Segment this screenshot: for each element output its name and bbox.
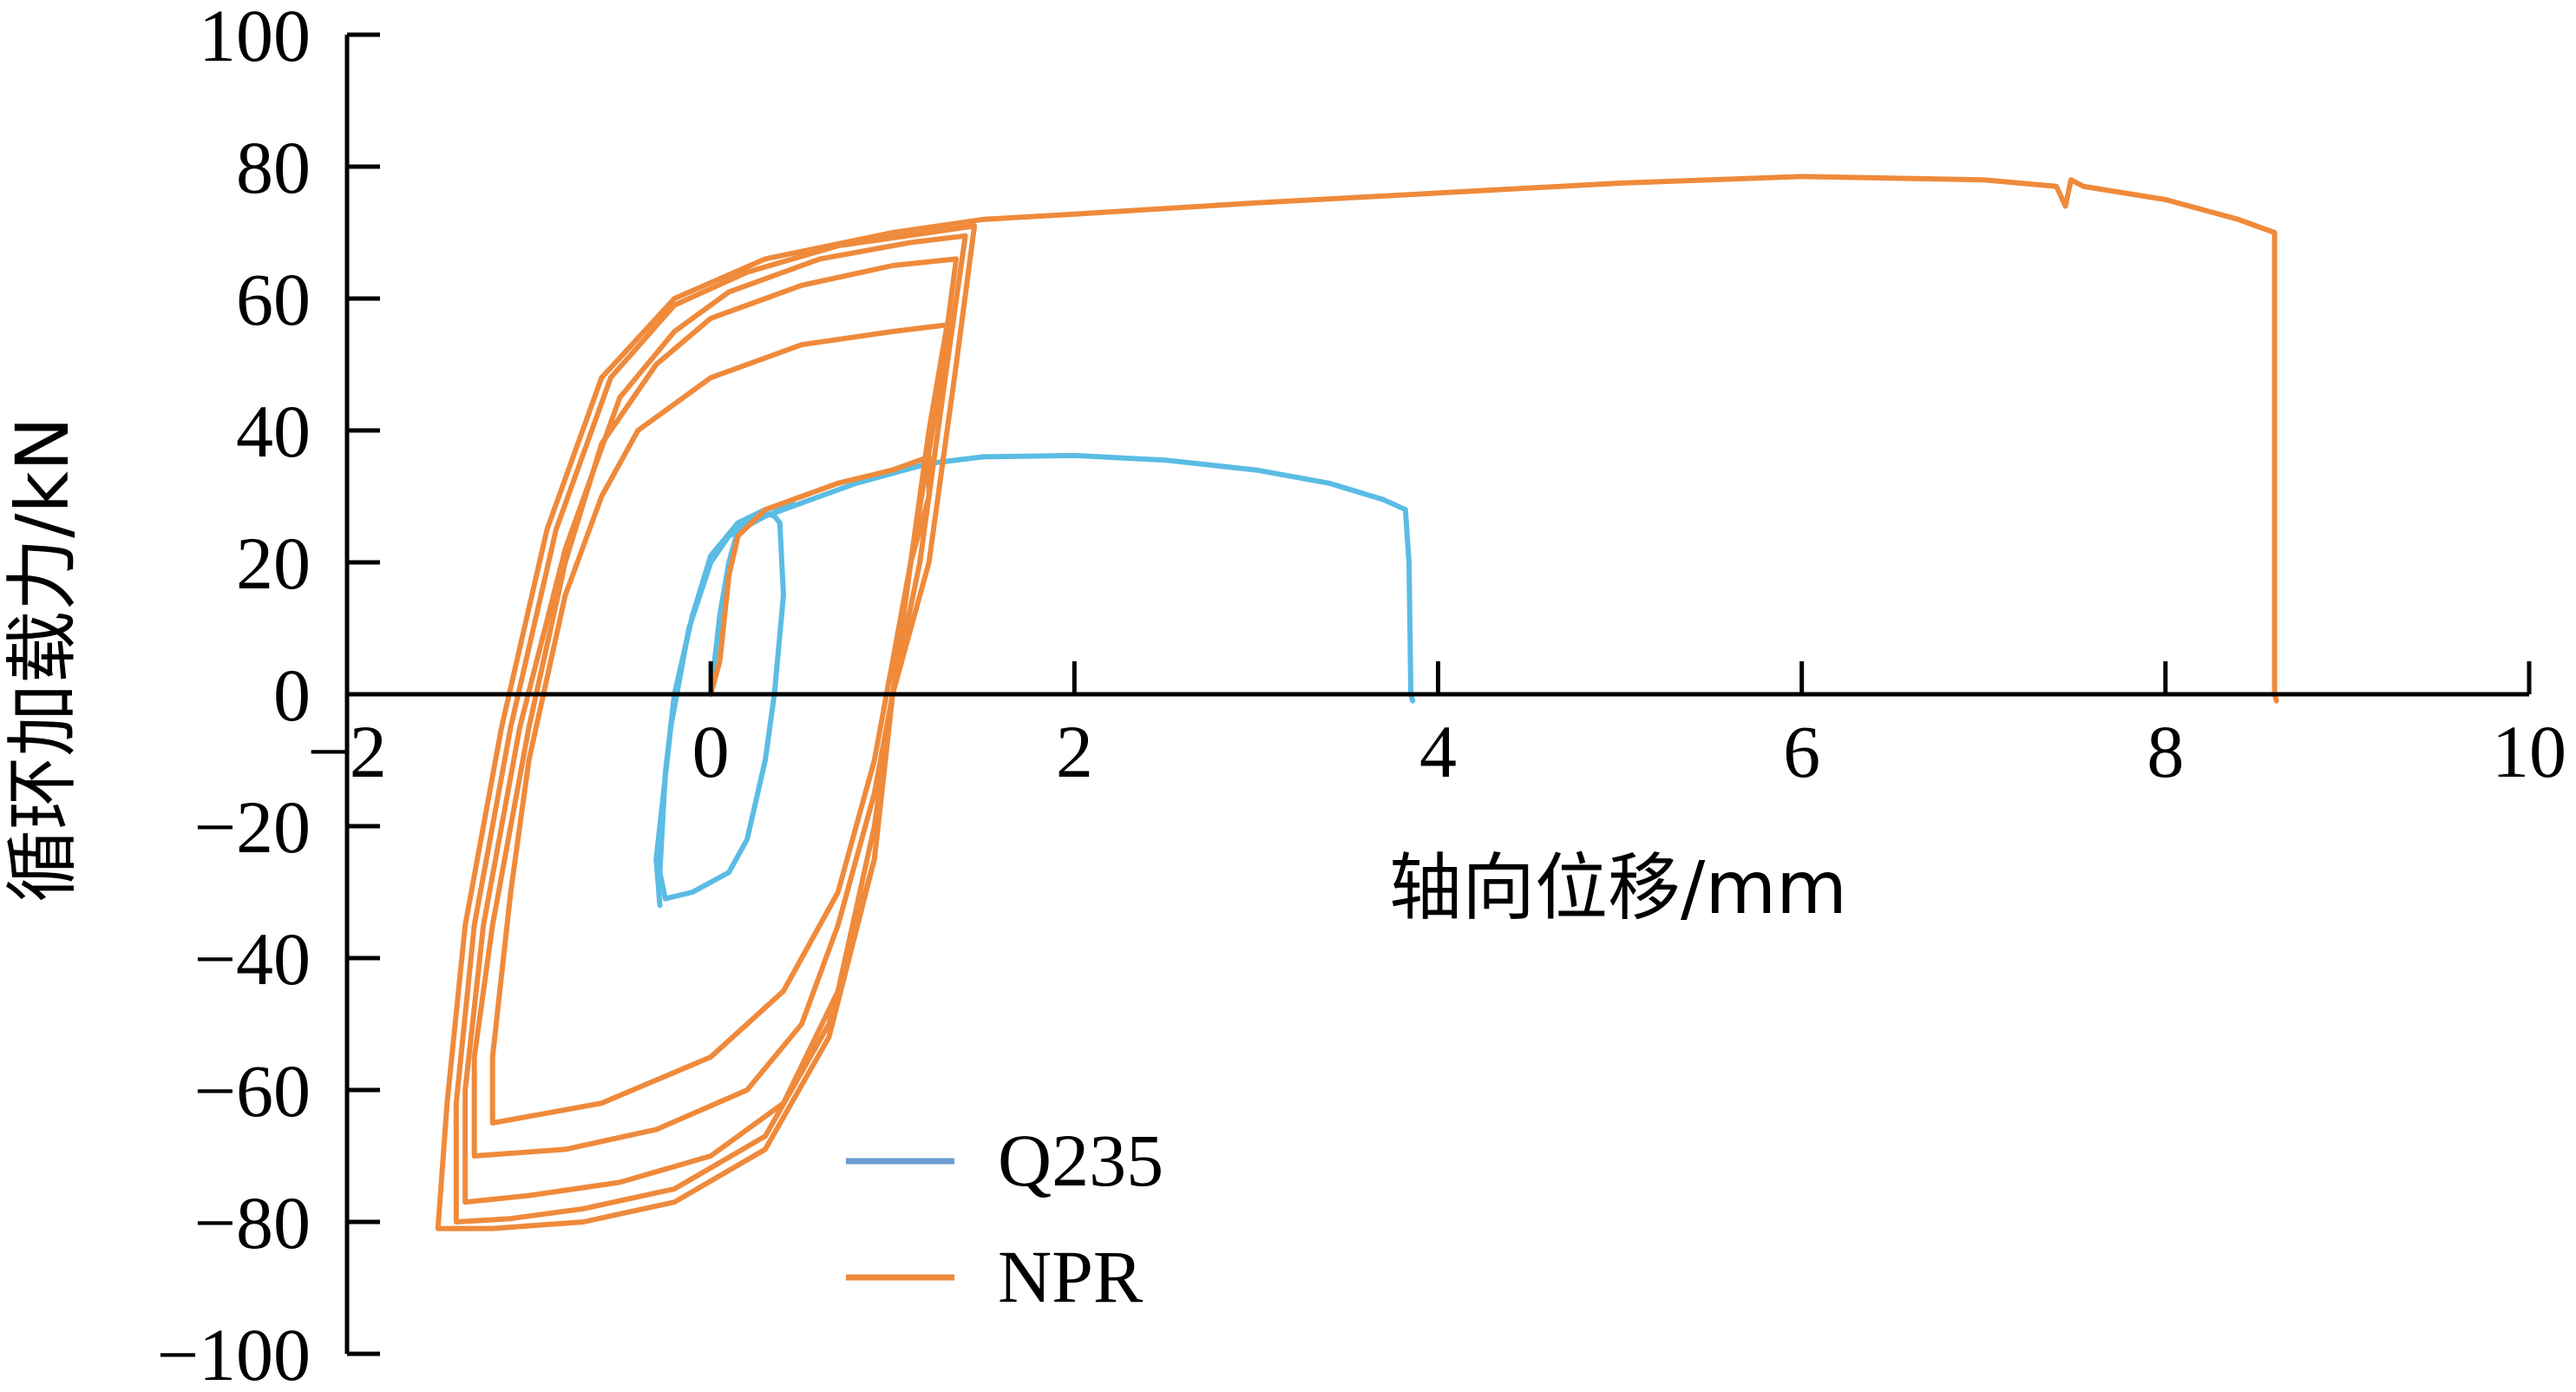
- x-tick-label: 8: [2147, 710, 2184, 793]
- x-axis-title: 轴向位移/mm: [1389, 845, 1847, 930]
- y-tick-label: −20: [193, 785, 311, 869]
- y-tick-label: −80: [193, 1181, 311, 1264]
- y-tick-label: 0: [273, 653, 311, 737]
- y-tick-label: 80: [236, 126, 311, 209]
- y-axis-title: 循环加载力/kN: [0, 417, 85, 903]
- y-tick-label: 60: [236, 258, 311, 341]
- legend-label-npr: NPR: [998, 1235, 1144, 1318]
- y-tick-label: −60: [193, 1049, 311, 1133]
- y-tick-label: −40: [193, 917, 311, 1001]
- y-tick-label: 20: [236, 522, 311, 605]
- x-tick-label: 2: [1056, 710, 1093, 793]
- series-q235-segment-0: [657, 500, 796, 902]
- series-layer: [435, 174, 2279, 1231]
- y-tick-label: −100: [156, 1313, 311, 1392]
- y-tick-label: 40: [236, 390, 311, 473]
- y-tick-label: 100: [199, 0, 311, 77]
- x-tick-label: −2: [307, 710, 387, 793]
- x-tick-label: 6: [1783, 710, 1820, 793]
- series-npr-segment-0: [489, 322, 950, 1126]
- series-npr-segment-4: [435, 174, 2279, 1231]
- series-q235-segment-1: [653, 452, 1416, 909]
- legend: Q235 NPR: [846, 1119, 1163, 1318]
- x-tick-label: 10: [2492, 710, 2566, 793]
- legend-label-q235: Q235: [998, 1119, 1163, 1202]
- x-tick-label: 0: [692, 710, 730, 793]
- x-tick-label: 4: [1419, 710, 1457, 793]
